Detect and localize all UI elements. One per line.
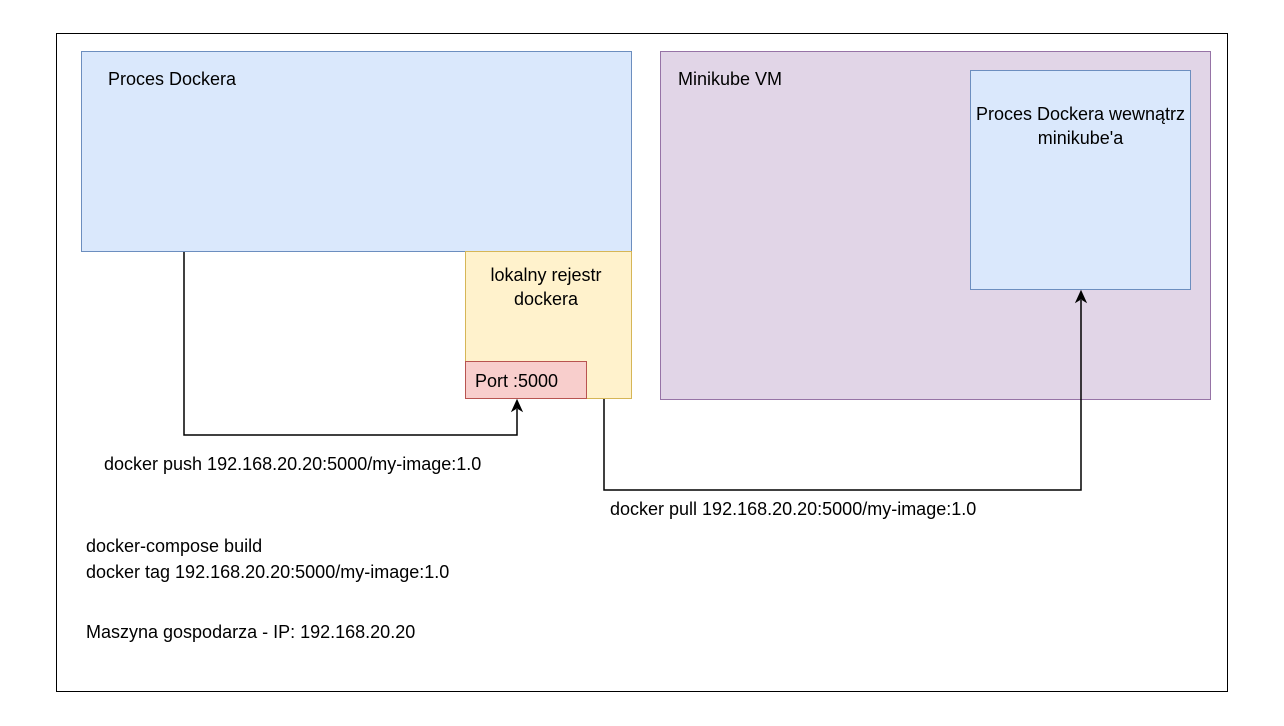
pull-edge bbox=[603, 300, 1082, 491]
host-machine-frame bbox=[56, 33, 1228, 692]
push-edge bbox=[183, 252, 518, 436]
registry-port-node[interactable] bbox=[465, 361, 587, 399]
host-command-compose-build: docker-compose build bbox=[86, 536, 263, 556]
minikube-docker-process-label: Proces Dockera wewnątrz minikube'a bbox=[975, 104, 1186, 148]
docker-process-label: Proces Dockera bbox=[108, 69, 237, 89]
minikube-vm-label: Minikube VM bbox=[678, 69, 783, 89]
push-edge-label: docker push 192.168.20.20:5000/my-image:… bbox=[104, 454, 482, 474]
pull-edge-arrowhead bbox=[1074, 289, 1088, 304]
push-edge-arrowhead bbox=[510, 398, 524, 413]
pull-edge-label: docker pull 192.168.20.20:5000/my-image:… bbox=[610, 499, 977, 519]
registry-label: lokalny rejestr dockera bbox=[490, 265, 602, 309]
host-machine-label: Maszyna gospodarza - IP: 192.168.20.20 bbox=[86, 622, 416, 642]
minikube-docker-process-node[interactable] bbox=[970, 70, 1191, 290]
registry-port-label: Port :5000 bbox=[475, 371, 559, 391]
host-command-docker-tag: docker tag 192.168.20.20:5000/my-image:1… bbox=[86, 562, 450, 582]
docker-process-node[interactable] bbox=[81, 51, 632, 252]
